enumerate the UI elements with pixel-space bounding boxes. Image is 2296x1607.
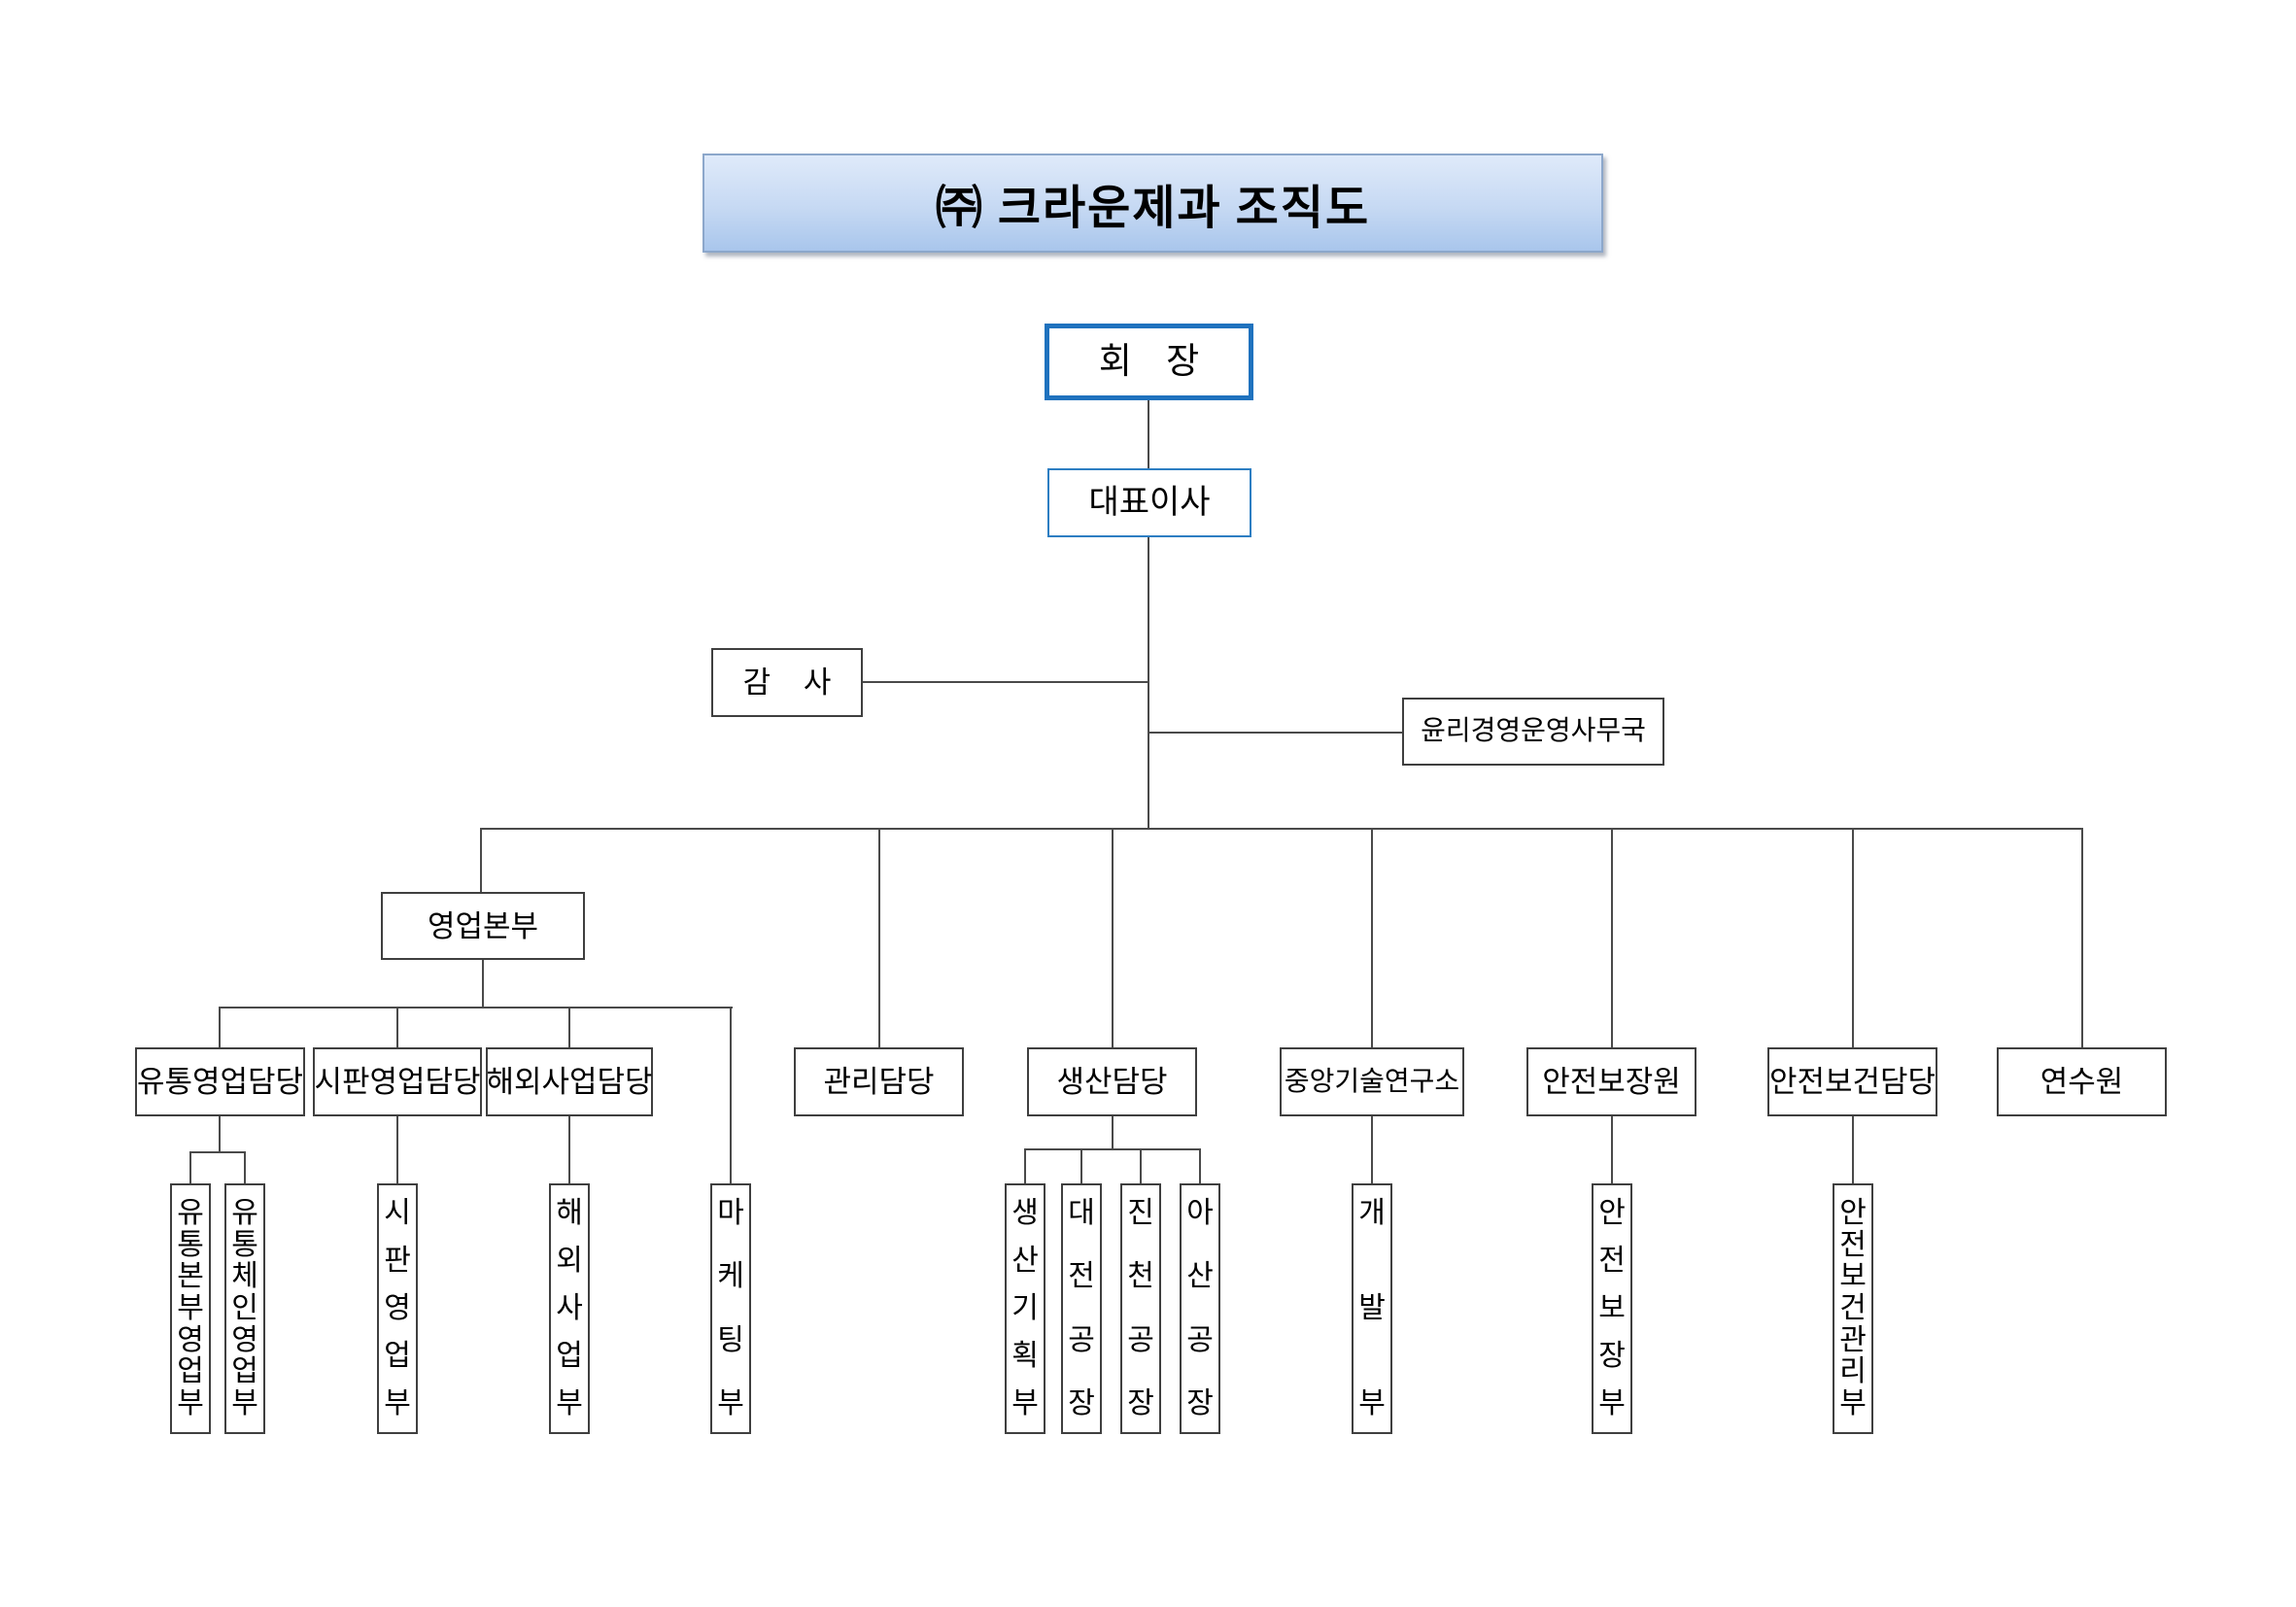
connector-main-distribution xyxy=(481,828,2082,830)
node-admin: 관리담당 xyxy=(794,1047,964,1116)
connector-drop-safety-health xyxy=(1852,828,1854,1047)
connector-dist-sales-bottom xyxy=(219,1116,221,1151)
connector-drop-jincheon-plant xyxy=(1140,1148,1142,1183)
connector-drop-daejeon-plant xyxy=(1080,1148,1082,1183)
node-safety-health: 안전보건담당 xyxy=(1767,1047,1937,1116)
node-sales-hq: 영업본부 xyxy=(381,892,585,960)
org-chart-title: ㈜ 크라운제과 조직도 xyxy=(703,154,1603,253)
node-safety-agency: 안전보장원 xyxy=(1526,1047,1696,1116)
node-dist-sales: 유통영업담당 xyxy=(135,1047,305,1116)
connector-sales-distribution xyxy=(220,1007,733,1009)
connector-drop-safety-security xyxy=(1611,1116,1613,1183)
connector-chairman-ceo xyxy=(1148,400,1149,468)
connector-drop-market-sales xyxy=(396,1007,398,1047)
connector-drop-asan-plant xyxy=(1199,1148,1201,1183)
connector-drop-training xyxy=(2081,828,2083,1047)
node-production: 생산담당 xyxy=(1027,1047,1197,1116)
connector-drop-central-rnd xyxy=(1371,828,1373,1047)
connector-ceo-trunk xyxy=(1148,537,1149,830)
node-ceo: 대표이사 xyxy=(1047,468,1251,537)
connector-drop-sales-hq xyxy=(480,828,482,892)
connector-production-split xyxy=(1024,1148,1201,1150)
connector-drop-safety-health-mgmt xyxy=(1852,1116,1854,1183)
connector-drop-overseas-dept xyxy=(568,1116,570,1183)
node-training: 연수원 xyxy=(1997,1047,2167,1116)
connector-drop-dist-sales xyxy=(219,1007,221,1047)
connector-drop-prod-planning xyxy=(1024,1148,1026,1183)
connector-drop-safety-agency xyxy=(1611,828,1613,1047)
node-market-sales: 시판영업담당 xyxy=(313,1047,482,1116)
connector-ethics-office xyxy=(1148,732,1402,734)
connector-drop-marketing xyxy=(730,1007,732,1183)
connector-auditor xyxy=(863,681,1148,683)
node-chairman: 회 장 xyxy=(1045,324,1253,400)
connector-sales-hq-bottom xyxy=(482,960,484,1007)
connector-drop-dist-hq-sales xyxy=(189,1151,191,1183)
connector-production-bottom xyxy=(1112,1116,1114,1148)
connector-dist-split xyxy=(189,1151,246,1153)
node-overseas: 해외사업담당 xyxy=(486,1047,653,1116)
connector-drop-development xyxy=(1371,1116,1373,1183)
node-auditor: 감 사 xyxy=(711,648,863,717)
connector-drop-overseas xyxy=(568,1007,570,1047)
node-central-rnd: 중앙기술연구소 xyxy=(1280,1047,1464,1116)
connector-drop-production xyxy=(1112,828,1114,1047)
connector-drop-admin xyxy=(878,828,880,1047)
node-ethics-office: 윤리경영운영사무국 xyxy=(1402,698,1664,766)
connector-drop-dist-chain-sales xyxy=(244,1151,246,1183)
connector-drop-market-sales-dept xyxy=(396,1116,398,1183)
